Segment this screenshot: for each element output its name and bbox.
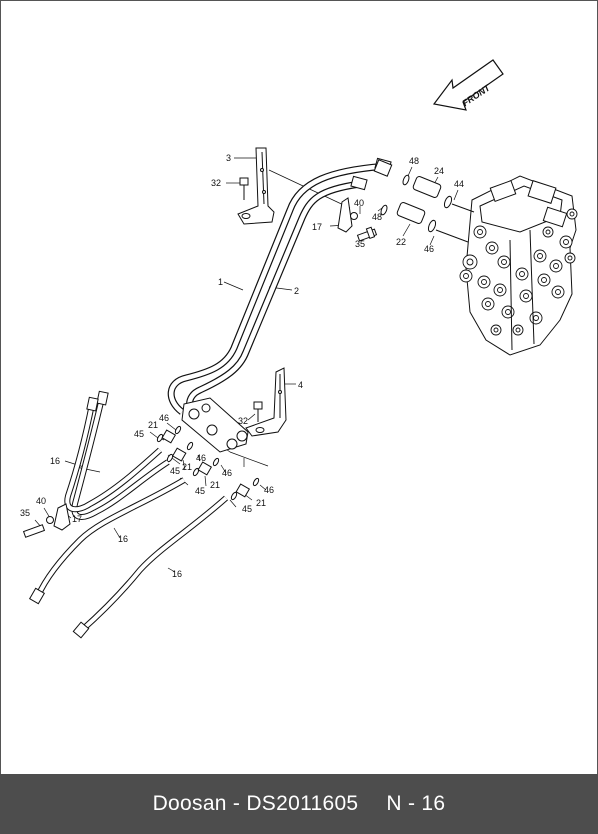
bolt-32 <box>239 177 263 422</box>
label-part-48: 48 <box>372 212 382 222</box>
bracket-4 <box>245 367 287 437</box>
label-part-35: 35 <box>20 508 30 518</box>
control-valve <box>459 175 578 356</box>
label-part-32: 32 <box>238 416 248 426</box>
label-part-16: 16 <box>50 456 60 466</box>
label-part-1: 1 <box>218 277 223 287</box>
hoses-16 <box>28 390 228 639</box>
label-part-32: 32 <box>211 178 221 188</box>
label-part-22: 22 <box>396 237 406 247</box>
footer-title: Doosan - DS2011605 <box>152 792 359 815</box>
label-part-21: 21 <box>256 498 266 508</box>
label-part-21: 21 <box>182 462 192 472</box>
label-part-16: 16 <box>172 569 182 579</box>
manifold-fittings <box>156 425 260 501</box>
label-part-40: 40 <box>36 496 46 506</box>
label-part-46: 46 <box>159 413 169 423</box>
label-part-46: 46 <box>196 453 206 463</box>
label-part-21: 21 <box>210 480 220 490</box>
label-part-46: 46 <box>222 468 232 478</box>
label-part-46: 46 <box>424 244 434 254</box>
label-part-3: 3 <box>226 153 231 163</box>
label-part-46: 46 <box>264 485 274 495</box>
clamp-17-lower <box>22 503 71 538</box>
label-part-24: 24 <box>434 166 444 176</box>
label-part-45: 45 <box>195 486 205 496</box>
front-direction-arrow: FRONT <box>432 59 504 111</box>
pipe-manifold <box>181 397 249 453</box>
label-part-45: 45 <box>134 429 144 439</box>
label-part-45: 45 <box>170 466 180 476</box>
label-part-48: 48 <box>409 156 419 166</box>
part-labels: 3 32 1 2 4 32 17 40 35 48 48 24 44 22 46… <box>20 153 464 579</box>
label-part-17: 17 <box>312 222 322 232</box>
label-part-35: 35 <box>355 239 365 249</box>
label-part-4: 4 <box>298 380 303 390</box>
parts-diagram: FRONT <box>20 59 578 639</box>
clamp-17-upper <box>337 197 378 242</box>
label-part-17: 17 <box>72 514 82 524</box>
page-footer: Doosan - DS2011605 N - 16 <box>0 774 598 834</box>
label-part-40: 40 <box>354 198 364 208</box>
valve-fittings <box>373 159 475 243</box>
label-part-2: 2 <box>294 286 299 296</box>
label-part-21: 21 <box>148 420 158 430</box>
bracket-3 <box>237 147 275 225</box>
label-part-44: 44 <box>454 179 464 189</box>
label-part-45: 45 <box>242 504 252 514</box>
footer-page-code: N - 16 <box>386 792 446 815</box>
label-part-16: 16 <box>118 534 128 544</box>
